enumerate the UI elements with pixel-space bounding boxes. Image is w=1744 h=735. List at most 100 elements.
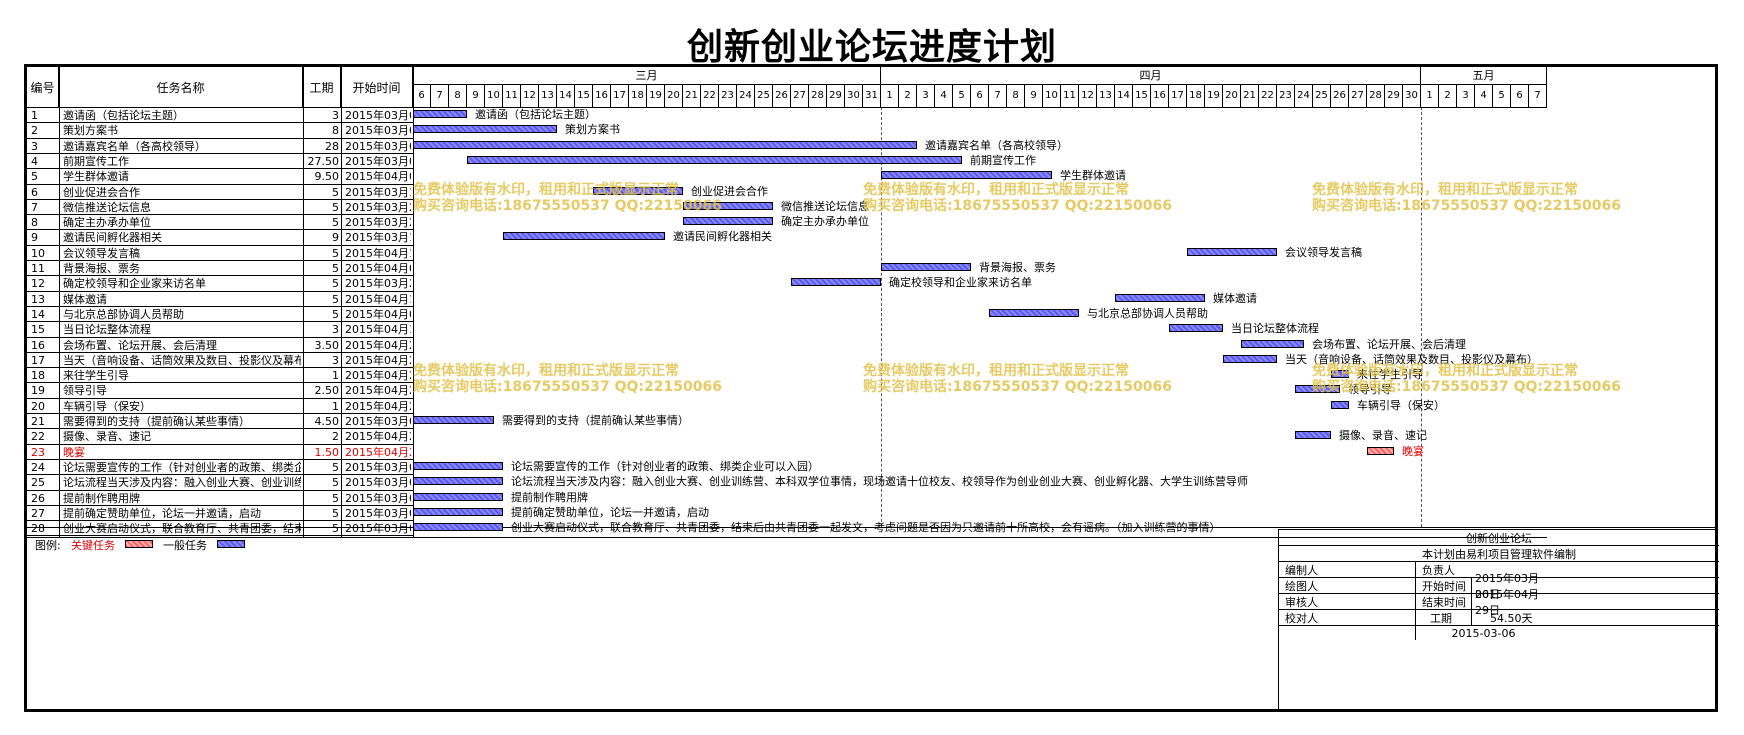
- watermark-line-1: 免费体验版有水印，租用和正式版显示正常: [413, 363, 679, 379]
- row-divider: [27, 367, 413, 369]
- info-editor: 编制人: [1285, 563, 1318, 577]
- task-start: 2015年03月27日: [345, 277, 411, 291]
- info-reviewer: 审核人: [1285, 595, 1318, 609]
- day-header: 12: [521, 85, 539, 107]
- task-bar-label: 领导引导: [1348, 383, 1392, 397]
- task-no: 17: [31, 353, 45, 367]
- task-no: 5: [31, 170, 38, 184]
- month-header: 五月: [1421, 67, 1547, 85]
- task-bar: [413, 110, 467, 118]
- task-bar-label: 论坛需要宣传的工作（针对创业者的政策、绑类企业可以入园）: [511, 459, 819, 473]
- task-no: 15: [31, 323, 45, 337]
- task-no: 19: [31, 384, 45, 398]
- day-header: 9: [467, 85, 485, 107]
- task-bar: [1187, 247, 1277, 256]
- column-divider: [413, 67, 414, 538]
- task-duration: 9: [332, 231, 339, 245]
- row-divider: [27, 413, 413, 414]
- legend-critical-swatch: [125, 540, 153, 548]
- row-divider: [27, 443, 413, 445]
- legend-normal-label: 一般任务: [163, 539, 207, 552]
- day-header: 4: [1475, 85, 1493, 107]
- task-start: 2015年04月26日: [345, 369, 411, 383]
- day-header: 27: [1349, 85, 1367, 107]
- task-start: 2015年03月06日: [345, 124, 411, 138]
- table-row: 24论坛需要宣传的工作（针对创业者的政策、绑类企业可以入园）52015年03月0…: [27, 459, 459, 476]
- day-header: 7: [989, 85, 1007, 107]
- task-bar-label: 提前确定赞助单位，论坛一并邀请，启动: [511, 505, 709, 519]
- day-header: 15: [575, 85, 593, 107]
- day-header: 8: [1007, 85, 1025, 107]
- task-bar: [503, 232, 665, 241]
- task-bar: [413, 125, 557, 134]
- watermark-line-1: 免费体验版有水印，租用和正式版显示正常: [413, 182, 679, 198]
- day-header: 25: [1313, 85, 1331, 107]
- day-header: 18: [629, 85, 647, 107]
- task-bar: [1169, 324, 1223, 333]
- task-bar-label: 确定主办承办单位: [781, 215, 869, 229]
- task-no: 28: [31, 522, 45, 536]
- table-row: 28 创业大赛启动仪式，联合教育厅、共青团委，结束后由共青团委一起发文，考虑问题是…: [27, 520, 459, 537]
- task-duration: 5: [332, 506, 339, 520]
- day-header: 22: [1259, 85, 1277, 107]
- row-divider: [27, 290, 413, 292]
- task-start: 2015年04月21日: [345, 338, 411, 352]
- task-bar: [1115, 293, 1205, 302]
- task-no: 3: [31, 139, 38, 153]
- task-bar-label: 摄像、录音、速记: [1339, 429, 1427, 443]
- day-header: 28: [809, 85, 827, 107]
- task-duration: 1: [332, 369, 339, 383]
- task-no: 7: [31, 200, 38, 214]
- day-header: 2: [1439, 85, 1457, 107]
- task-duration: 5: [332, 292, 339, 306]
- day-header: 27: [791, 85, 809, 107]
- task-name: 会议领导发言稿: [63, 246, 140, 260]
- task-name: 背景海报、票务: [63, 262, 140, 275]
- row-divider: [27, 489, 413, 491]
- task-no: 4: [31, 154, 38, 168]
- task-name: 当天（音响设备、话筒效果及数目、投影仪及幕布）: [63, 353, 301, 367]
- info-duration-label: 工期: [1415, 610, 1471, 625]
- table-row: 2策划方案书82015年03月06日: [27, 122, 459, 139]
- task-bar-label: 当日论坛整体流程: [1231, 322, 1319, 336]
- legend-label: 图例:: [35, 539, 61, 552]
- task-bar-label: 车辆引导（保安）: [1357, 398, 1445, 412]
- task-bar: [413, 523, 503, 532]
- row-divider: [27, 168, 413, 170]
- day-header: 30: [845, 85, 863, 107]
- task-duration: 5: [332, 200, 339, 214]
- task-start: 2015年03月06日: [345, 476, 411, 490]
- task-no: 14: [31, 307, 45, 321]
- legend-normal-swatch: [217, 540, 245, 548]
- task-start: 2015年03月21日: [345, 200, 411, 214]
- task-name: 确定主办承办单位: [63, 216, 151, 230]
- row-divider: [27, 535, 413, 537]
- task-name: 创业大赛启动仪式，联合教育厅、共青团委，结束后由共青团委一起发文，考虑问题是否因…: [63, 522, 301, 536]
- page-title: 创新创业论坛进度计划: [686, 26, 1057, 68]
- task-bar-label: 与北京总部协调人员帮助: [1087, 306, 1208, 320]
- task-start: 2015年04月28日: [345, 445, 411, 459]
- day-header: 25: [755, 85, 773, 107]
- row-divider: [27, 351, 413, 353]
- task-bar: [791, 278, 881, 287]
- task-start: 2015年03月11日: [345, 231, 411, 245]
- task-duration: 5: [332, 246, 339, 260]
- task-duration: 2: [332, 430, 339, 444]
- day-header: 9: [1025, 85, 1043, 107]
- task-start: 2015年03月06日: [345, 415, 411, 428]
- task-duration: 5: [332, 262, 339, 275]
- task-bar-label: 来往学生引导: [1357, 368, 1423, 382]
- day-header: 26: [1331, 85, 1349, 107]
- task-no: 1: [31, 109, 38, 122]
- task-start: 2015年03月06日: [345, 109, 411, 122]
- task-start: 2015年03月06日: [345, 491, 411, 505]
- watermark-line-2: 购买咨询电话:18675550537 QQ:22150066: [1312, 379, 1621, 395]
- day-header: 28: [1367, 85, 1385, 107]
- day-header: 24: [737, 85, 755, 107]
